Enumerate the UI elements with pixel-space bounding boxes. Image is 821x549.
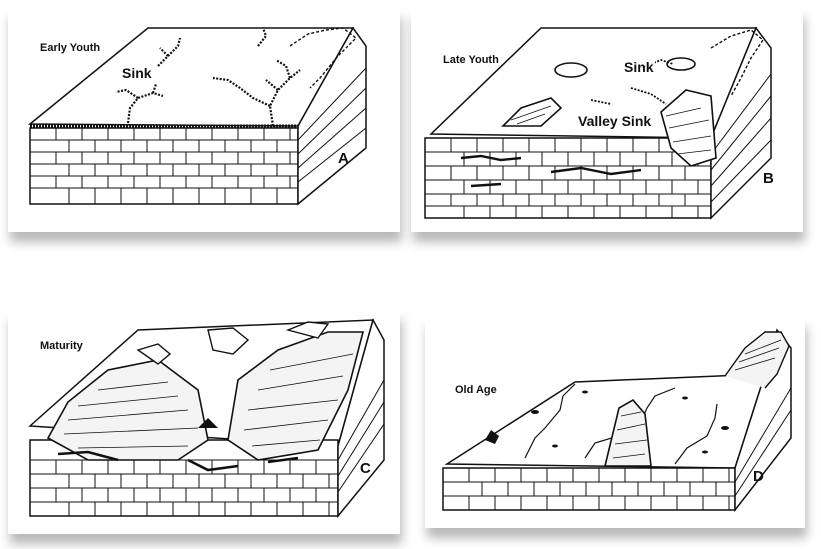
sink-label: Sink: [121, 66, 153, 81]
stage-label: Early Youth: [40, 42, 100, 54]
panel-letter: A: [338, 150, 349, 167]
stage-label: Late Youth: [443, 54, 499, 66]
valley-sink-label: Valley Sink: [577, 114, 652, 129]
panel-late-youth: Late Youth Sink Valley Sink B: [411, 8, 803, 232]
stage-label: Maturity: [40, 340, 83, 352]
panel-maturity: Maturity C: [8, 310, 400, 534]
stage-label: Old Age: [455, 384, 497, 396]
panel-old-age: Old Age D: [425, 318, 805, 528]
panel-letter: B: [763, 170, 774, 187]
panel-letter: D: [753, 468, 764, 485]
panel-letter: C: [360, 460, 371, 477]
panel-early-youth: Early Youth Sink A: [8, 8, 400, 232]
block-diagram-old-age: [425, 318, 805, 528]
sink-label: Sink: [623, 60, 655, 75]
